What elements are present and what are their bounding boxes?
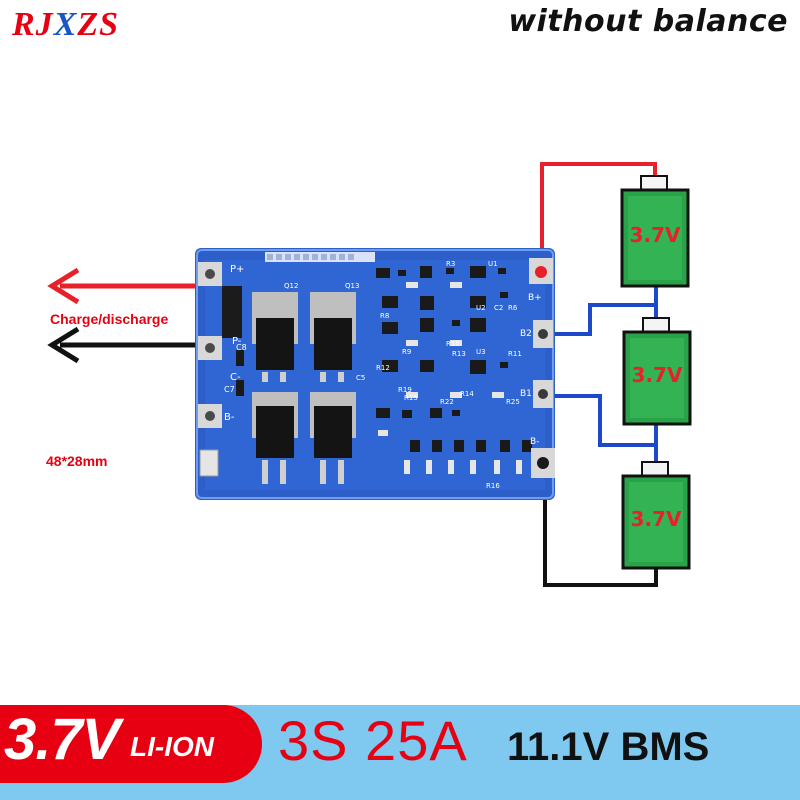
- headline-without-balance: without balance: [508, 4, 788, 39]
- battery-cell-1: 3.7V: [620, 175, 690, 288]
- battery-cell-2: 3.7V: [622, 317, 692, 426]
- brand-logo-part3: ZS: [77, 6, 120, 43]
- silk-c5: C5: [356, 374, 365, 382]
- brand-logo: RJXZS: [12, 8, 119, 42]
- bms-board: P+ P- C- B- B+ B2 B1 B- Q12 Q13 C8 C7 C5…: [195, 248, 555, 500]
- silk-r9: R9: [402, 348, 411, 356]
- mosfet-bottom-left: [252, 392, 298, 484]
- silk-r14: R14: [460, 390, 474, 398]
- pad-b1: [533, 380, 553, 408]
- silk-u3: U3: [476, 348, 486, 356]
- cell-3-label: 3.7V: [631, 507, 682, 531]
- silk-r15: R15: [404, 394, 418, 402]
- battery-cell-3: 3.7V: [621, 461, 691, 570]
- wire-b-plus: [540, 162, 657, 272]
- silk-r6: R6: [508, 304, 518, 312]
- discharge-arrow: [47, 326, 205, 364]
- pack-voltage-model: 11.1V BMS: [507, 725, 710, 769]
- wire-b2: [547, 286, 658, 336]
- silk-r3: R3: [446, 260, 455, 268]
- silk-b2: B2: [520, 329, 532, 339]
- spec-banner: 3.7V LI-ION 3S 25A 11.1V BMS: [0, 705, 800, 800]
- silk-r25: R25: [506, 398, 520, 406]
- mosfet-q12: [252, 292, 298, 382]
- mosfet-q13: [310, 292, 356, 382]
- pad-p-minus: [198, 336, 222, 360]
- cell-voltage: 3.7V: [4, 707, 120, 772]
- chemistry-pill: 3.7V LI-ION: [0, 705, 262, 783]
- cell-2-label: 3.7V: [632, 363, 683, 387]
- pad-b-minus-right: [531, 448, 555, 478]
- silk-c7: C7: [224, 385, 235, 394]
- silk-b-minus-left: B-: [224, 412, 235, 423]
- charge-discharge-label: Charge/discharge: [50, 311, 169, 327]
- silk-r16: R16: [486, 482, 500, 490]
- silk-r11: R11: [508, 350, 522, 358]
- silk-r19: R19: [398, 386, 412, 394]
- silk-r12: R12: [376, 364, 390, 372]
- smd-components: [236, 266, 532, 474]
- silk-r10: R10: [446, 340, 460, 348]
- thermistor-connector: [199, 449, 219, 477]
- silk-p-minus: P-: [232, 336, 242, 347]
- wires: [540, 162, 658, 587]
- silk-r22: R22: [440, 398, 454, 406]
- charge-arrow: [47, 267, 205, 305]
- silk-u2: U2: [476, 304, 486, 312]
- pad-p-plus: [198, 262, 222, 286]
- silk-c-minus: C-: [230, 372, 241, 383]
- silk-r8: R8: [380, 312, 389, 320]
- board-size-label: 48*28mm: [46, 453, 108, 469]
- chemistry-label: LI-ION: [130, 731, 214, 762]
- pad-b-minus-left: [198, 404, 222, 428]
- silk-b-plus: B+: [528, 293, 542, 303]
- silk-p-plus: P+: [230, 264, 244, 275]
- pad-b2: [533, 320, 553, 348]
- silk-r13: R13: [452, 350, 466, 358]
- config-current: 3S 25A: [278, 709, 468, 772]
- mosfet-bottom-right: [310, 392, 356, 484]
- silk-b-minus-right: B-: [530, 437, 539, 447]
- silk-c8: C8: [236, 343, 247, 352]
- brand-logo-part1: RJ: [12, 6, 54, 43]
- wire-b-minus: [543, 465, 658, 587]
- brand-logo-part2: X: [53, 6, 78, 43]
- pad-b-plus: [529, 258, 553, 284]
- silk-c2: C2: [494, 304, 503, 312]
- pad-diode: [222, 286, 242, 338]
- silk-u1: U1: [488, 260, 498, 268]
- silk-q13: Q13: [345, 282, 359, 290]
- silk-q12: Q12: [284, 282, 298, 290]
- silk-b1: B1: [520, 389, 532, 399]
- cell-1-label: 3.7V: [630, 223, 681, 247]
